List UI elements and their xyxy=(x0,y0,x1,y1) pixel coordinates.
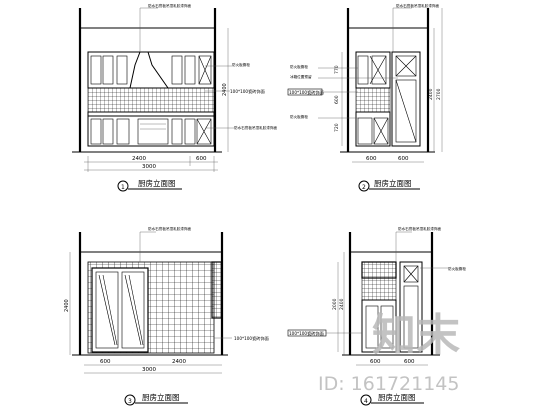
title-block-bottom-right: 4 厨房立面图 xyxy=(360,392,424,406)
title-block-top-left: 1 厨房立面图 xyxy=(117,178,182,192)
upper-cabinets xyxy=(87,51,215,89)
dim-text: 600 xyxy=(196,156,207,162)
callout-text: 防水石膏板吊顶乳胶漆饰面 xyxy=(148,3,192,8)
dim-text: 600 xyxy=(100,359,111,365)
dimensions-bottom-left: 2400 600 2400 3000 xyxy=(64,252,222,374)
elevation-title: 厨房立面图 xyxy=(138,178,176,188)
dim-text: 3000 xyxy=(142,164,156,170)
range-hood-louvre xyxy=(361,261,397,279)
svg-text:4: 4 xyxy=(364,398,368,405)
dim-text: 600 xyxy=(334,95,340,104)
wall-pillar xyxy=(211,261,223,319)
dim-text: 770 xyxy=(334,65,340,74)
dim-text: 3000 xyxy=(142,367,156,373)
callout-text: 防火板橱柜 xyxy=(290,64,308,69)
callout-text: 100*100瓷砖饰面 xyxy=(289,330,324,337)
dim-text: 2700 xyxy=(436,88,442,100)
elevation-top-left: 防水石膏板吊顶乳胶漆饰面 防火板橱柜 100*100瓷砖饰面 防水石膏板吊顶乳胶… xyxy=(72,3,278,192)
svg-text:3: 3 xyxy=(128,398,132,405)
range-hood xyxy=(129,51,169,89)
elevation-top-right: 防水石膏板吊顶乳胶漆饰面 防火板橱柜 冰箱位置预留 100*100瓷砖饰面 防火… xyxy=(287,3,443,192)
glazed-doors xyxy=(91,267,149,353)
dim-text: 600 xyxy=(398,156,409,162)
backsplash-tiles xyxy=(355,87,391,113)
dim-text: 2400 xyxy=(222,83,228,96)
callouts-top-left: 防水石膏板吊顶乳胶漆饰面 防火板橱柜 100*100瓷砖饰面 防水石膏板吊顶乳胶… xyxy=(139,3,278,130)
elevation-title: 厨房立面图 xyxy=(378,392,416,402)
callout-text: 防水石膏板吊顶乳胶漆饰面 xyxy=(398,226,442,231)
dimensions-top-left: 2400 600 3000 2400 xyxy=(84,28,229,172)
dimensions-top-right: 770 600 720 2400 2700 600 600 xyxy=(334,8,443,163)
dim-text: 2400 xyxy=(64,299,70,312)
dim-text: 2400 xyxy=(172,359,186,365)
backsplash-tiles xyxy=(361,277,397,301)
callout-text: 防火板橱柜 xyxy=(448,266,466,271)
backsplash-tiles xyxy=(87,87,215,113)
dimensions-bottom-right: 2000 2400 600 600 xyxy=(332,252,428,366)
dim-text: 2000 xyxy=(332,298,338,310)
fridge-cabinet xyxy=(391,51,421,147)
watermark-id: ID: 161721145 xyxy=(318,373,459,395)
watermark: 知末 ID: 161721145 xyxy=(318,310,460,395)
callouts-top-right: 防水石膏板吊顶乳胶漆饰面 防火板橱柜 冰箱位置预留 100*100瓷砖饰面 防火… xyxy=(287,3,440,119)
callout-text: 100*100瓷砖饰面 xyxy=(234,335,269,342)
elevation-title: 厨房立面图 xyxy=(142,392,180,402)
dim-text: 600 xyxy=(366,156,377,162)
dim-text: 600 xyxy=(404,359,415,365)
dim-text: 600 xyxy=(370,359,381,365)
base-cabinets xyxy=(87,111,215,147)
title-block-top-right: 2 厨房立面图 xyxy=(358,178,420,192)
callout-text: 防水石膏板吊顶乳胶漆饰面 xyxy=(148,226,192,231)
elevation-bottom-right: 防水石膏板吊顶乳胶漆饰面 防火板橱柜 100*100瓷砖饰面 2000 2400… xyxy=(287,226,466,406)
callout-text: 100*100瓷砖饰面 xyxy=(289,89,324,96)
elevation-bottom-left: 防水石膏板吊顶乳胶漆饰面 100*100瓷砖饰面 2400 600 2400 3… xyxy=(64,226,269,406)
svg-text:2: 2 xyxy=(362,184,366,191)
callout-text: 100*100瓷砖饰面 xyxy=(230,88,265,95)
dim-text: 2400 xyxy=(339,298,345,310)
dim-text: 2400 xyxy=(132,156,146,162)
callout-text: 防水石膏板吊顶乳胶漆饰面 xyxy=(396,3,440,8)
elevation-title: 厨房立面图 xyxy=(374,178,412,188)
title-block-bottom-left: 3 厨房立面图 xyxy=(124,392,188,406)
callout-text: 防水石膏板吊顶乳胶漆饰面 xyxy=(234,125,278,130)
dim-text: 720 xyxy=(334,123,340,132)
dim-text: 2400 xyxy=(428,88,434,100)
callout-text: 冰箱位置预留 xyxy=(290,74,312,79)
watermark-logo: 知末 xyxy=(372,310,460,361)
svg-text:1: 1 xyxy=(121,184,125,191)
callout-text: 防火板橱柜 xyxy=(290,114,308,119)
callouts-bottom-left: 防水石膏板吊顶乳胶漆饰面 100*100瓷砖饰面 xyxy=(139,226,269,342)
callout-text: 防火板橱柜 xyxy=(232,62,250,67)
